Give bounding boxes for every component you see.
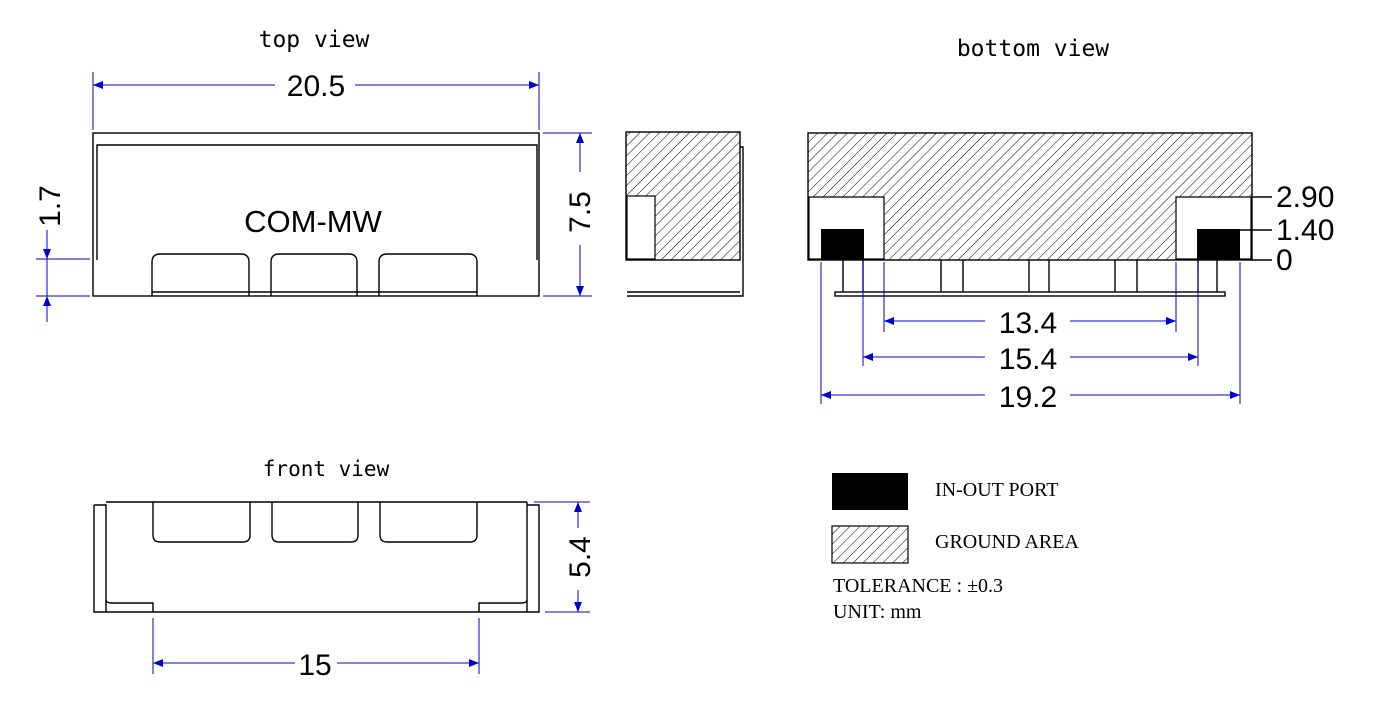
dim-front-width: 15 bbox=[152, 618, 480, 682]
legend-tolerance: TOLERANCE : ±0.3 bbox=[833, 575, 1003, 597]
bottom-view-title: bottom view bbox=[957, 36, 1109, 62]
legend-port-label: IN-OUT PORT bbox=[935, 479, 1058, 501]
front-right-lead bbox=[479, 504, 540, 613]
dim-top-width-label: 20.5 bbox=[287, 70, 345, 103]
top-inner-frame bbox=[96, 144, 538, 260]
dim-bottom-15-4: 15.4 bbox=[862, 262, 1199, 376]
top-body-outline bbox=[92, 132, 540, 297]
dim-bottom-19-2-label: 19.2 bbox=[999, 381, 1057, 414]
dim-bottom-15-4-label: 15.4 bbox=[999, 343, 1057, 376]
top-pad-1 bbox=[151, 253, 250, 296]
front-view-title: front view bbox=[263, 457, 390, 481]
top-pad-2 bbox=[270, 253, 358, 296]
front-left-foot bbox=[105, 599, 154, 612]
dim-top-width: 20.5 bbox=[92, 70, 540, 130]
legend-port-swatch bbox=[832, 473, 908, 510]
dim-bottom-19-2: 19.2 bbox=[820, 262, 1241, 414]
dim-bottom-ordinates: 2.90 1.40 0 bbox=[1240, 181, 1334, 277]
legend-ground-swatch bbox=[831, 525, 909, 564]
front-left-lead bbox=[94, 504, 107, 612]
side-view bbox=[625, 131, 744, 297]
part-label: COM-MW bbox=[244, 204, 382, 239]
dim-front-width-label: 15 bbox=[298, 649, 331, 682]
dim-top-height-label: 7.5 bbox=[564, 191, 597, 233]
bottom-port-right bbox=[1197, 229, 1240, 259]
dim-bottom-13-4-label: 13.4 bbox=[999, 307, 1057, 340]
front-pad-3 bbox=[379, 502, 478, 543]
front-view: front view 5.4 15 bbox=[93, 457, 597, 682]
bottom-port-left bbox=[821, 229, 864, 259]
bottom-view: bottom view 2.90 1.40 0 bbox=[807, 36, 1334, 414]
dim-top-small: 1.7 bbox=[34, 185, 90, 322]
dim-bottom-2-90-label: 2.90 bbox=[1276, 181, 1334, 214]
dim-front-height: 5.4 bbox=[534, 501, 597, 613]
top-view: top view COM-MW 20.5 7.5 bbox=[34, 27, 597, 322]
dim-top-small-label: 1.7 bbox=[34, 185, 67, 227]
front-pad-2 bbox=[271, 502, 359, 543]
dim-bottom-13-4: 13.4 bbox=[883, 262, 1177, 340]
legend: IN-OUT PORT GROUND AREA TOLERANCE : ±0.3… bbox=[831, 473, 1079, 623]
top-pad-3 bbox=[378, 253, 478, 296]
dim-top-height: 7.5 bbox=[543, 132, 597, 297]
front-pad-1 bbox=[152, 502, 251, 543]
bottom-leads bbox=[834, 260, 1226, 297]
legend-ground-label: GROUND AREA bbox=[935, 531, 1079, 553]
side-lead bbox=[627, 146, 744, 297]
side-port-cutout bbox=[626, 195, 656, 260]
dim-bottom-1-40-label: 1.40 bbox=[1276, 214, 1334, 247]
dim-bottom-0-label: 0 bbox=[1276, 244, 1293, 277]
dim-front-height-label: 5.4 bbox=[564, 536, 597, 578]
top-view-title: top view bbox=[259, 27, 370, 53]
front-right-foot bbox=[478, 599, 528, 612]
legend-unit: UNIT: mm bbox=[833, 601, 922, 623]
